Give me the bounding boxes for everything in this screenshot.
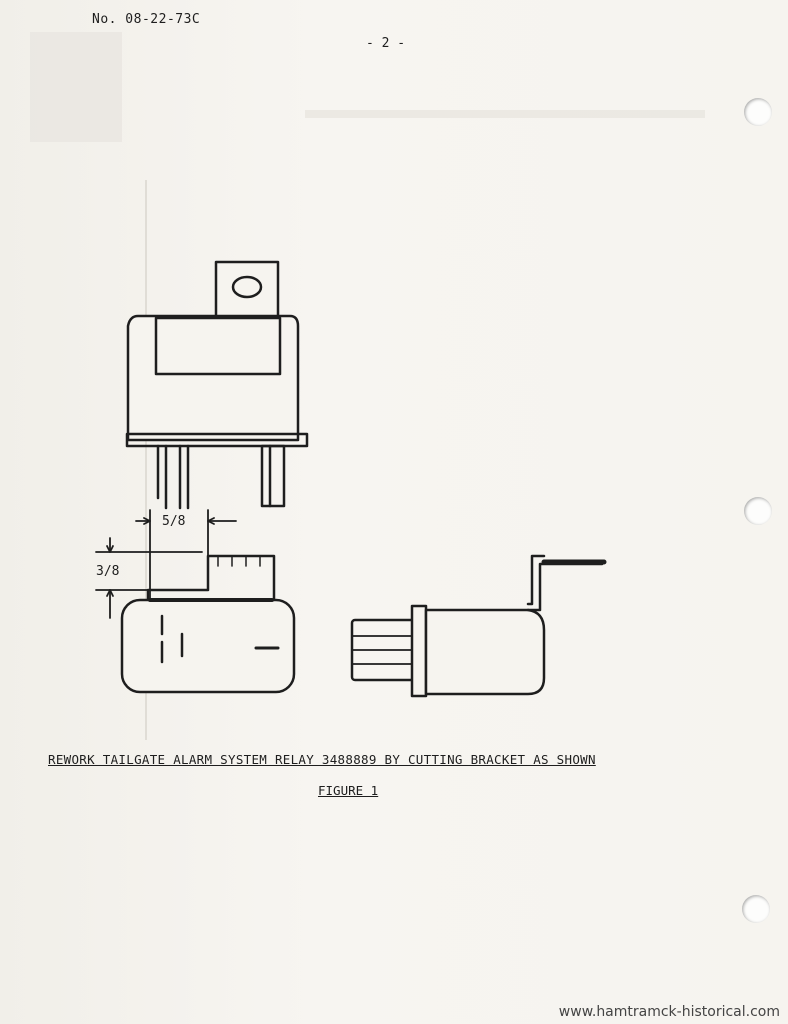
relay-top-view (125, 260, 309, 510)
terminal-pin-5 (260, 444, 286, 508)
dim-width-label: 5/8 (162, 514, 185, 529)
figure-label: FIGURE 1 (318, 783, 379, 798)
figure-caption: REWORK TAILGATE ALARM SYSTEM RELAY 34888… (48, 752, 596, 767)
flange-plate (410, 604, 428, 698)
cut-bracket-remnant (146, 554, 276, 606)
relay-figure-drawing: 5/8 3/8 (95, 260, 607, 698)
binder-hole-bottom (742, 895, 770, 923)
dim-height-label: 3/8 (96, 564, 119, 579)
site-watermark: www.hamtramck-historical.com (558, 1004, 780, 1020)
binder-hole-middle (744, 497, 772, 525)
relay-end-view (350, 554, 607, 698)
binder-hole-top (744, 98, 772, 126)
relay-housing (126, 314, 300, 442)
side-housing (120, 598, 296, 694)
page-number: - 2 - (366, 36, 406, 51)
housing-base (125, 432, 309, 448)
document-number: No. 08-22-73C (92, 12, 201, 27)
end-housing (424, 608, 546, 696)
relay-side-view (120, 554, 296, 694)
mounting-tab (214, 260, 280, 320)
mounting-hole (231, 275, 263, 299)
housing-label-recess (154, 316, 282, 376)
